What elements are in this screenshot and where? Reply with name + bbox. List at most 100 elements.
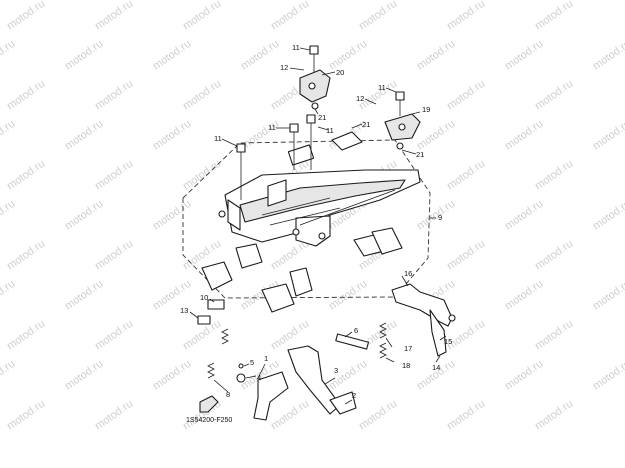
callout-14: 14 — [432, 363, 440, 372]
watermark-text: motod.ru — [93, 318, 135, 353]
watermark-text: motod.ru — [591, 358, 625, 393]
leader-lines — [189, 47, 447, 405]
watermark-text: motod.ru — [151, 38, 193, 73]
watermark-text: motod.ru — [533, 238, 575, 273]
callout-3: 3 — [334, 366, 338, 375]
callout-5: 5 — [250, 358, 254, 367]
callout-12: 12 — [356, 94, 364, 103]
watermark-text: motod.ru — [93, 158, 135, 193]
left-plates — [197, 243, 313, 325]
callout-13: 13 — [180, 306, 188, 315]
callout-16: 16 — [404, 269, 412, 278]
watermark-text: motod.ru — [503, 198, 545, 233]
watermark-text: motod.ru — [357, 0, 399, 32]
watermark-text: motod.ru — [93, 0, 135, 32]
watermark-text: motod.ru — [63, 118, 105, 153]
callout-19: 19 — [422, 105, 430, 114]
rubber-pad — [331, 131, 363, 151]
watermark-text: motod.ru — [533, 398, 575, 433]
callout-11: 11 — [214, 134, 222, 143]
watermark-text: motod.ru — [269, 398, 311, 433]
watermark-text: motod.ru — [0, 118, 17, 153]
callout-11: 11 — [268, 123, 276, 132]
watermark-text: motod.ru — [591, 278, 625, 313]
bracket-part-19 — [384, 91, 421, 150]
watermark-text: motod.ru — [0, 358, 17, 393]
callout-1: 1 — [264, 354, 268, 363]
watermark-text: motod.ru — [445, 158, 487, 193]
watermark-text: motod.ru — [63, 358, 105, 393]
callout-6: 6 — [354, 326, 358, 335]
watermark-text: motod.ru — [151, 198, 193, 233]
watermark-text: motod.ru — [63, 278, 105, 313]
watermark-text: motod.ru — [0, 278, 17, 313]
watermark-text: motod.ru — [533, 318, 575, 353]
watermark-text: motod.ru — [591, 38, 625, 73]
watermark-text: motod.ru — [269, 0, 311, 32]
watermark-text: motod.ru — [445, 318, 487, 353]
callout-11: 11 — [378, 83, 386, 92]
watermark-text: motod.ru — [63, 198, 105, 233]
watermark-text: motod.ru — [503, 38, 545, 73]
callout-21: 21 — [318, 113, 326, 122]
springs — [207, 322, 387, 383]
watermark-text: motod.ru — [5, 398, 47, 433]
watermark-text: motod.ru — [415, 198, 457, 233]
callout-17: 17 — [404, 344, 412, 353]
watermark-text: motod.ru — [93, 238, 135, 273]
watermark-text: motod.ru — [5, 158, 47, 193]
watermark-text: motod.ru — [181, 0, 223, 32]
watermark-text: motod.ru — [591, 118, 625, 153]
watermark-text: motod.ru — [415, 38, 457, 73]
watermark-text: motod.ru — [357, 398, 399, 433]
watermark-text: motod.ru — [5, 238, 47, 273]
watermark-text: motod.ru — [0, 38, 17, 73]
watermark-text: motod.ru — [503, 278, 545, 313]
watermark-text: motod.ru — [327, 278, 369, 313]
watermark-text: motod.ru — [151, 358, 193, 393]
callout-10: 10 — [200, 293, 208, 302]
watermark-text: motod.ru — [5, 318, 47, 353]
watermark-text: motod.ru — [93, 78, 135, 113]
watermark-text: motod.ru — [503, 118, 545, 153]
watermark-text: motod.ru — [415, 118, 457, 153]
watermark-text: motod.ru — [533, 0, 575, 32]
frame-bolts — [236, 114, 316, 200]
watermark-text: motod.ru — [503, 358, 545, 393]
watermark-text: motod.ru — [445, 78, 487, 113]
callout-2: 2 — [352, 391, 356, 400]
watermark-text: motod.ru — [5, 0, 47, 32]
watermark-text: motod.ru — [327, 358, 369, 393]
callout-21: 21 — [362, 120, 370, 129]
callout-labels: 11 12 20 21 11 12 19 21 21 11 11 11 9 10… — [180, 43, 452, 400]
callout-18: 18 — [402, 361, 410, 370]
main-frame — [218, 144, 421, 247]
watermark-text: motod.ru — [591, 198, 625, 233]
callout-15: 15 — [444, 337, 452, 346]
watermark-text: motod.ru — [445, 398, 487, 433]
main-stand — [253, 333, 370, 421]
callout-21: 21 — [416, 150, 424, 159]
watermark-text: motod.ru — [445, 238, 487, 273]
callout-11: 11 — [292, 43, 300, 52]
watermark-text: motod.ru — [93, 398, 135, 433]
callout-4: 4 — [257, 373, 261, 382]
watermark-text: motod.ru — [239, 38, 281, 73]
diagram-code: 1S54200-F250 — [186, 417, 232, 424]
watermark-text: motod.ru — [181, 158, 223, 193]
watermark-text: motod.ru — [151, 118, 193, 153]
watermark-text: motod.ru — [533, 158, 575, 193]
right-plates — [353, 227, 403, 257]
watermark-text: motod.ru — [63, 38, 105, 73]
watermark-text: motod.ru — [181, 78, 223, 113]
assembly-outline — [182, 139, 431, 299]
watermark-text: motod.ru — [0, 198, 17, 233]
watermark-text: motod.ru — [445, 0, 487, 32]
watermark-text: motod.ru — [327, 38, 369, 73]
callout-11: 11 — [326, 126, 334, 135]
watermark-text: motod.ru — [5, 78, 47, 113]
callout-8: 8 — [226, 390, 230, 399]
callout-12: 12 — [280, 63, 288, 72]
